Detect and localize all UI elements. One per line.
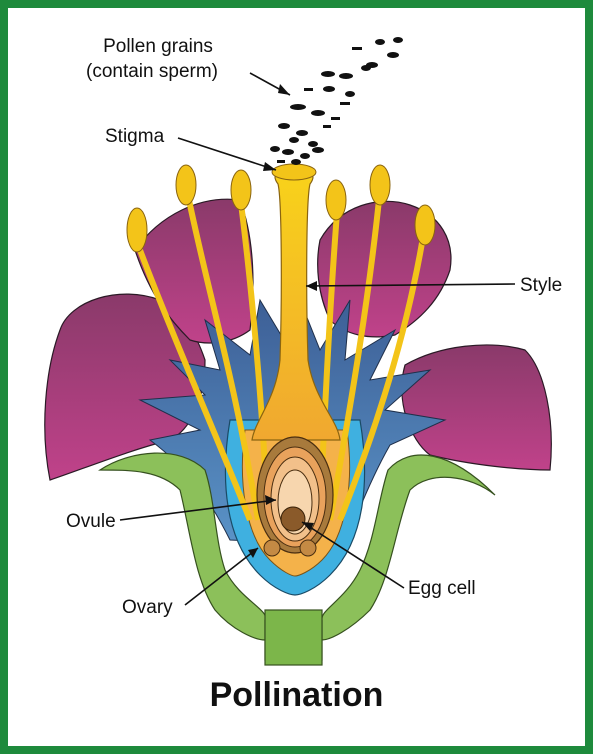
anther-3: [231, 170, 251, 210]
label-stigma: Stigma: [105, 126, 165, 147]
pollen-grains: [270, 37, 403, 165]
label-ovary: Ovary: [122, 597, 173, 618]
label-pollen-grains-line1: Pollen grains: [103, 36, 213, 57]
stem: [265, 610, 322, 665]
arrowhead-style: [306, 281, 317, 291]
ovary-cell-right: [300, 540, 316, 556]
anther-4: [326, 180, 346, 220]
label-pollen-grains-line2: (contain sperm): [86, 61, 218, 82]
diagram-title: Pollination: [0, 676, 593, 715]
label-egg-cell: Egg cell: [408, 578, 476, 599]
anther-5: [370, 165, 390, 205]
petal-right: [402, 345, 551, 470]
label-ovule: Ovule: [66, 511, 116, 532]
leader-stigma: [178, 138, 276, 170]
arrowhead-stigma: [263, 162, 276, 171]
anther-1: [127, 208, 147, 252]
anther-6: [415, 205, 435, 245]
egg-cell: [281, 507, 305, 531]
ovary-cell-left: [264, 540, 280, 556]
arrowhead-pollen: [278, 84, 290, 95]
stigma: [272, 164, 316, 180]
label-style: Style: [520, 275, 562, 296]
anther-2: [176, 165, 196, 205]
